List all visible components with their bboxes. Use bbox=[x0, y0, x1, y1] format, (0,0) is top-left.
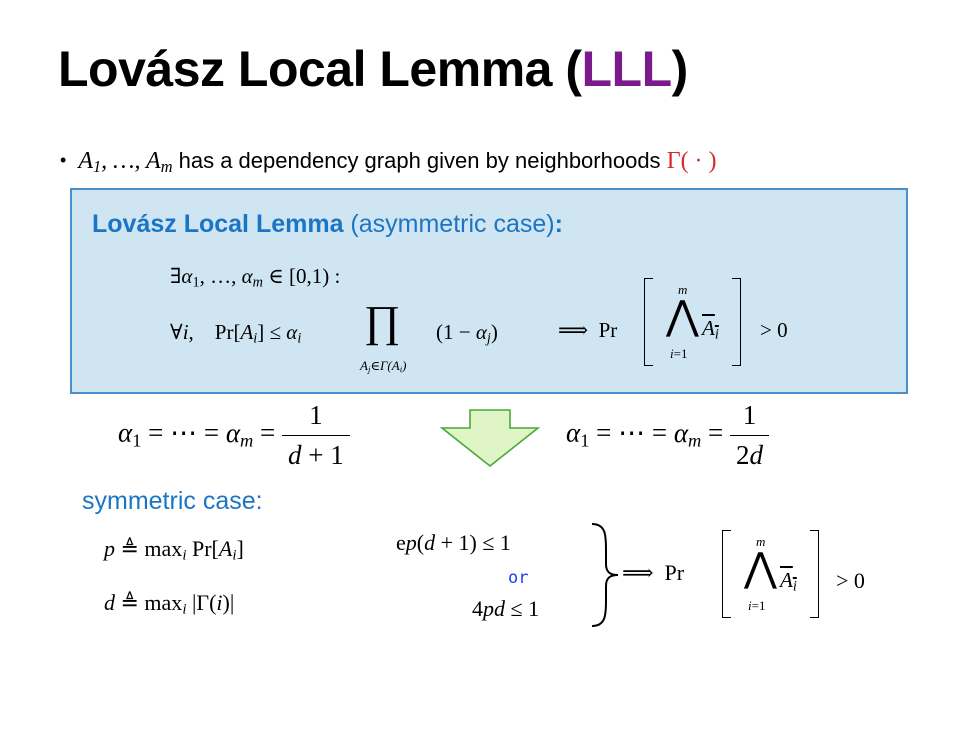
and-upper-index-symmetric: m bbox=[756, 534, 766, 549]
condition-ep-math: ep(d + 1) ≤ 1 bbox=[396, 530, 511, 555]
product-symbol: ∏ bbox=[364, 297, 401, 346]
right-bracket-symmetric bbox=[810, 530, 819, 618]
symmetric-heading: symmetric case: bbox=[82, 487, 263, 515]
greater-zero-math: > 0 bbox=[760, 318, 788, 342]
implies-pr-math: ⟹ Pr bbox=[558, 318, 618, 342]
bullet-dot-icon: • bbox=[60, 150, 67, 170]
complement-event-math: Ai bbox=[702, 316, 719, 343]
or-label: or bbox=[508, 568, 529, 588]
left-bracket bbox=[644, 278, 653, 366]
product-term-math: (1 − αj) bbox=[436, 320, 498, 347]
events-list-math: A1, …, Am bbox=[78, 148, 173, 177]
greater-zero-symmetric: > 0 bbox=[836, 568, 865, 593]
product-index-math: Aj∈Γ(Ai) bbox=[360, 358, 407, 375]
bullet-point: • A1, …, Am has a dependency graph given … bbox=[60, 148, 717, 177]
lemma-heading-case: (asymmetric case) bbox=[343, 210, 555, 238]
title-prefix: Lovász Local Lemma ( bbox=[58, 41, 582, 97]
right-bracket bbox=[732, 278, 741, 366]
big-and-symbol-symmetric: ⋀ bbox=[744, 545, 777, 590]
implies-pr-symmetric: ⟹ Pr bbox=[622, 560, 685, 585]
left-bracket-symmetric bbox=[722, 530, 731, 618]
bullet-text: has a dependency graph given by neighbor… bbox=[178, 148, 661, 173]
slide-title: Lovász Local Lemma (LLL) bbox=[58, 40, 688, 98]
lemma-heading-colon: : bbox=[554, 210, 563, 238]
condition-4pd-math: 4pd ≤ 1 bbox=[472, 596, 540, 621]
down-arrow-icon bbox=[439, 409, 541, 468]
lemma-box: Lovász Local Lemma (asymmetric case): ∃α… bbox=[70, 188, 908, 394]
title-acronym: LLL bbox=[581, 41, 673, 97]
and-lower-index: i=1 bbox=[670, 346, 688, 361]
d-definition-math: d ≜ maxi |Γ(i)| bbox=[104, 590, 235, 618]
forall-condition-math: ∀i, Pr[Ai] ≤ αi bbox=[170, 320, 302, 347]
and-lower-index-symmetric: i=1 bbox=[748, 598, 766, 613]
right-curly-brace bbox=[591, 523, 619, 627]
p-definition-math: p ≜ maxi Pr[Ai] bbox=[104, 536, 244, 564]
lemma-heading-bold: Lovász Local Lemma bbox=[92, 210, 344, 238]
title-suffix: ) bbox=[671, 41, 689, 97]
exists-alpha-math: ∃α1, …, αm ∈ [0,1) : bbox=[170, 264, 341, 291]
complement-event-symmetric: Ai bbox=[780, 568, 797, 595]
and-upper-index: m bbox=[678, 282, 688, 297]
big-and-symbol: ⋀ bbox=[666, 293, 699, 338]
gamma-math: Γ( · ) bbox=[666, 148, 717, 174]
lemma-heading: Lovász Local Lemma (asymmetric case): bbox=[92, 210, 563, 239]
